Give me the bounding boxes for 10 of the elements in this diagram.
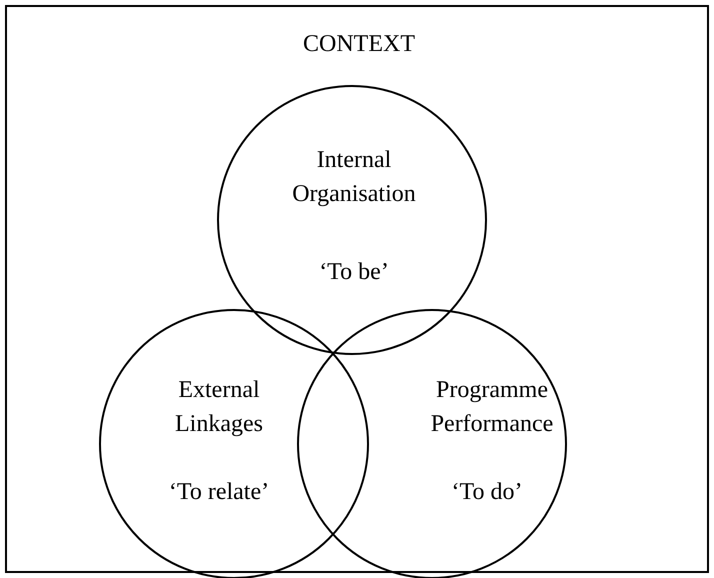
diagram-heading: CONTEXT xyxy=(302,30,416,59)
venn-circle xyxy=(99,309,369,578)
circle-title: Internal Organisation xyxy=(291,146,417,209)
circle-title: Programme Performance xyxy=(430,376,554,439)
venn-circle xyxy=(297,309,567,578)
circle-motto: ‘To relate’ xyxy=(168,478,270,507)
circle-title: External Linkages xyxy=(174,376,264,439)
circle-motto: ‘To be’ xyxy=(318,258,390,287)
venn-circle xyxy=(217,85,487,355)
circle-motto: ‘To do’ xyxy=(450,478,524,507)
